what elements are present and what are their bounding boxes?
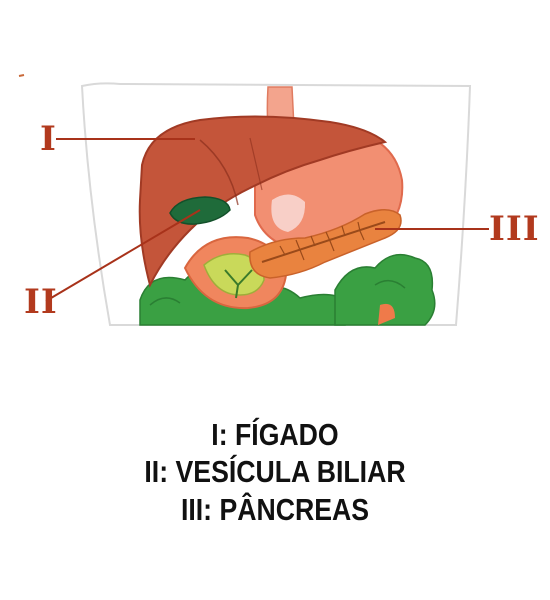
stray-mark <box>18 74 25 77</box>
legend-item-liver: I: FÍGADO <box>211 417 339 452</box>
marker-gallbladder: II <box>24 282 58 322</box>
leader-line-gallbladder <box>45 209 201 302</box>
marker-pancreas: III <box>489 209 540 249</box>
marker-liver: I <box>40 119 57 159</box>
torso-outline <box>80 82 472 326</box>
legend-item-gallbladder: II: VESÍCULA BILIAR <box>144 454 406 489</box>
leader-lines <box>45 138 489 302</box>
liver <box>138 115 388 288</box>
legend-item-pancreas: III: PÂNCREAS <box>180 492 370 527</box>
